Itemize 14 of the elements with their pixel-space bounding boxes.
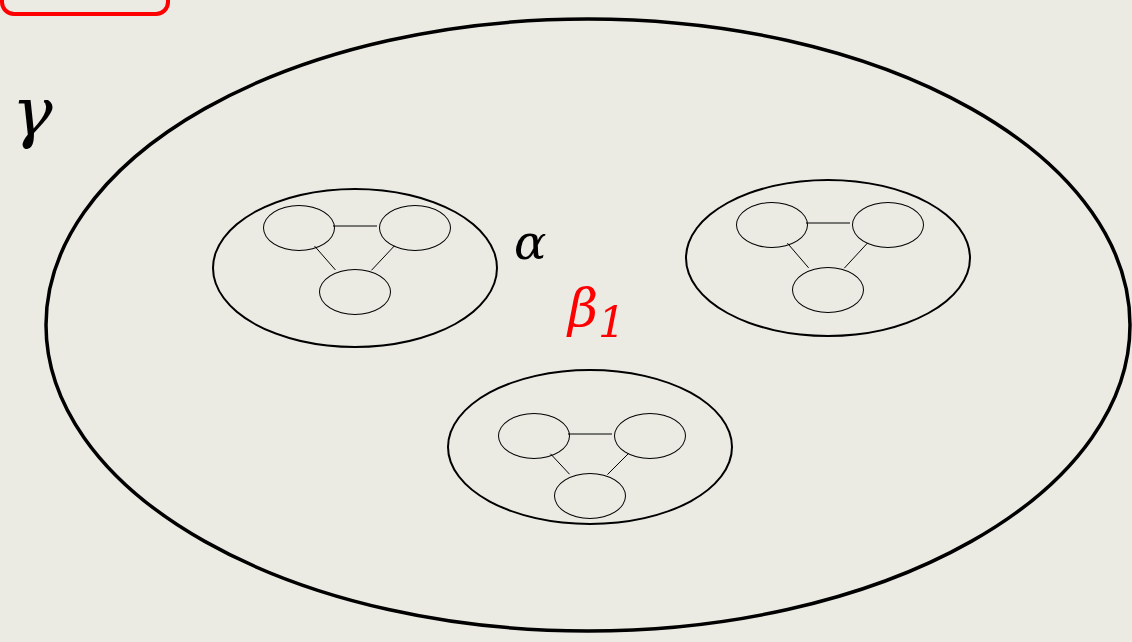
group-ellipse <box>447 369 733 525</box>
connector-line <box>371 245 395 271</box>
connector-line <box>549 453 571 475</box>
group-ellipse <box>212 188 498 348</box>
connector-line <box>786 242 810 269</box>
connector-line <box>314 245 336 271</box>
greek-letter-label: β$_{1}$ <box>568 282 626 345</box>
connector-line <box>805 222 851 224</box>
connector-line <box>843 242 869 269</box>
connector-line <box>606 452 630 476</box>
connector-line <box>567 433 613 435</box>
greek-letter-label: α <box>514 218 547 266</box>
group-ellipse <box>685 179 971 337</box>
connector-line <box>332 225 378 227</box>
